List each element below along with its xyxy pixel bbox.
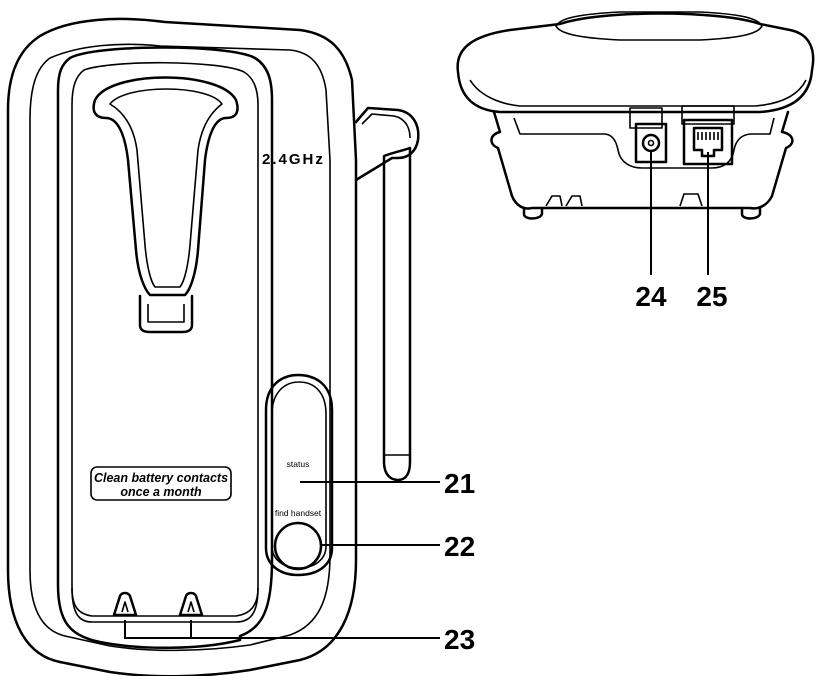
power-jack-socket bbox=[641, 133, 661, 153]
phone-jack-housing-top bbox=[681, 105, 735, 125]
phone-jack-pins bbox=[697, 132, 719, 140]
callout-leaders bbox=[124, 150, 709, 639]
charging-contact-right bbox=[178, 591, 204, 617]
find-handset-button[interactable] bbox=[273, 521, 323, 571]
battery-note-line2: once a month bbox=[120, 485, 202, 499]
belt-clip-slot bbox=[138, 294, 194, 334]
power-jack-pin bbox=[647, 139, 655, 147]
cradle-bottom-lip bbox=[71, 587, 259, 623]
leader-23 bbox=[124, 620, 440, 639]
callout-21: 21 bbox=[444, 468, 475, 499]
base-rear-view bbox=[456, 11, 815, 220]
antenna-hinge-inner bbox=[361, 113, 411, 139]
rear-foot-left bbox=[522, 206, 544, 220]
base-front-view: 2.4GHz Clean battery contacts once a mon… bbox=[6, 17, 420, 676]
find-handset-label: find handset bbox=[275, 508, 322, 518]
battery-note-box bbox=[90, 466, 232, 501]
callout-25: 25 bbox=[696, 281, 727, 312]
base-outer-body bbox=[6, 17, 358, 676]
battery-note-line1: Clean battery contacts bbox=[94, 471, 228, 485]
rear-top-shell bbox=[456, 12, 815, 114]
earpiece-recess bbox=[92, 76, 239, 297]
handset-cradle-outer bbox=[56, 46, 274, 649]
rear-shell-seam bbox=[469, 79, 807, 107]
band-label: 2.4GHz bbox=[262, 151, 325, 168]
charging-contact-left bbox=[112, 591, 138, 617]
earpiece-recess-inner bbox=[109, 88, 223, 288]
status-label: status bbox=[287, 459, 310, 469]
belt-clip-slot-inner bbox=[147, 304, 185, 323]
power-jack-housing-top bbox=[629, 107, 663, 129]
callout-24: 24 bbox=[635, 281, 667, 312]
control-panel bbox=[264, 373, 334, 577]
rear-recess bbox=[513, 117, 775, 169]
antenna bbox=[354, 106, 420, 482]
rear-top-ridge bbox=[555, 11, 763, 41]
charging-contact-right-inner bbox=[187, 601, 195, 613]
antenna-rod bbox=[382, 146, 412, 482]
phone-jack-socket bbox=[692, 126, 724, 158]
handset-cradle-inner bbox=[71, 61, 259, 617]
rear-feet-ridges bbox=[545, 193, 703, 207]
antenna-hinge bbox=[354, 106, 420, 182]
rear-foot-right bbox=[740, 206, 762, 220]
callout-23: 23 bbox=[444, 624, 475, 655]
callout-22: 22 bbox=[444, 531, 475, 562]
control-panel-inner bbox=[271, 381, 327, 569]
base-inner-body bbox=[29, 43, 331, 652]
charging-contact-left-inner bbox=[121, 601, 129, 613]
rear-lower-body bbox=[490, 110, 794, 210]
